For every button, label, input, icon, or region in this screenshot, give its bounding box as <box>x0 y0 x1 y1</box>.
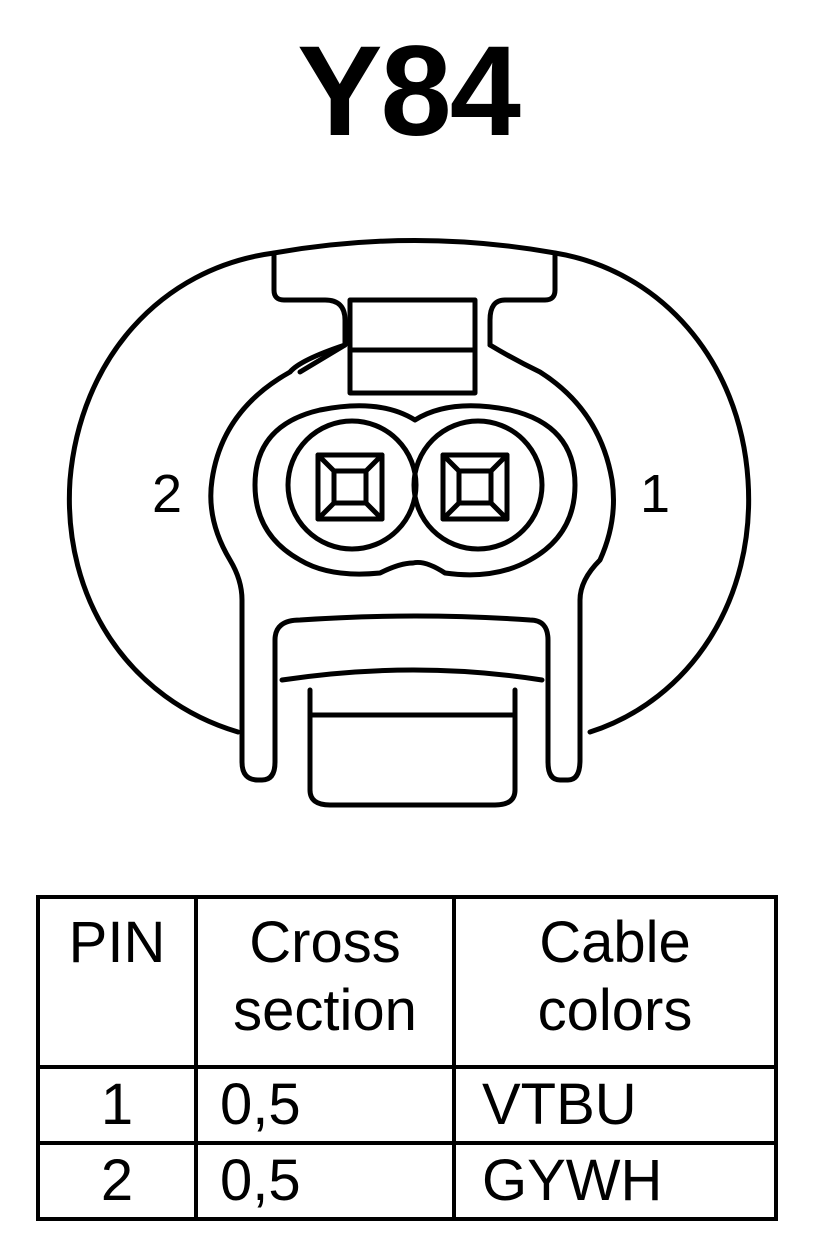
cell-pin: 2 <box>36 1141 198 1221</box>
connector-title: Y84 <box>297 20 521 163</box>
terminal-2-outer <box>315 452 385 522</box>
terminal-1-outer <box>440 452 510 522</box>
pin-cavity-2 <box>285 418 419 552</box>
terminal-1-bevel-bl <box>440 500 462 522</box>
lower-latch <box>272 613 551 808</box>
terminal-2-bevel-tr <box>363 452 385 474</box>
terminal-1-bevel-tr <box>488 452 510 474</box>
terminal-1-bevel-tl <box>440 452 462 474</box>
pin-label-1: 1 <box>640 464 670 524</box>
pin-table: PIN Cross section Cable colors 1 0,5 VTB… <box>36 895 778 1221</box>
terminal-2-bevel-br <box>363 500 385 522</box>
terminal-2-inner <box>331 468 369 506</box>
center-latch-block <box>347 297 478 396</box>
pin-table-header: PIN Cross section Cable colors <box>36 895 778 1069</box>
header-cable-colors: Cable colors <box>452 895 778 1069</box>
cell-cross-section: 0,5 <box>194 1141 456 1221</box>
table-row: 1 0,5 VTBU <box>36 1065 778 1145</box>
header-cross-section: Cross section <box>194 895 456 1069</box>
pin-cavity-1 <box>411 418 545 552</box>
cell-cable-color: VTBU <box>452 1065 778 1145</box>
connector-housing-outline <box>66 250 752 735</box>
pin-label-2: 2 <box>152 464 182 524</box>
connector-diagram: 2 1 <box>66 238 752 808</box>
terminal-2-bevel-bl <box>315 500 337 522</box>
cell-pin: 1 <box>36 1065 198 1145</box>
terminal-1-inner <box>456 468 494 506</box>
terminal-1-bevel-br <box>488 500 510 522</box>
cell-cable-color: GYWH <box>452 1141 778 1221</box>
table-row: 2 0,5 GYWH <box>36 1141 778 1221</box>
cell-cross-section: 0,5 <box>194 1065 456 1145</box>
inner-body-outline <box>208 342 616 783</box>
header-pin: PIN <box>36 895 198 1069</box>
terminal-2-bevel-tl <box>315 452 337 474</box>
pin-cavity-surround <box>252 403 578 578</box>
top-latch-tab <box>271 238 558 375</box>
